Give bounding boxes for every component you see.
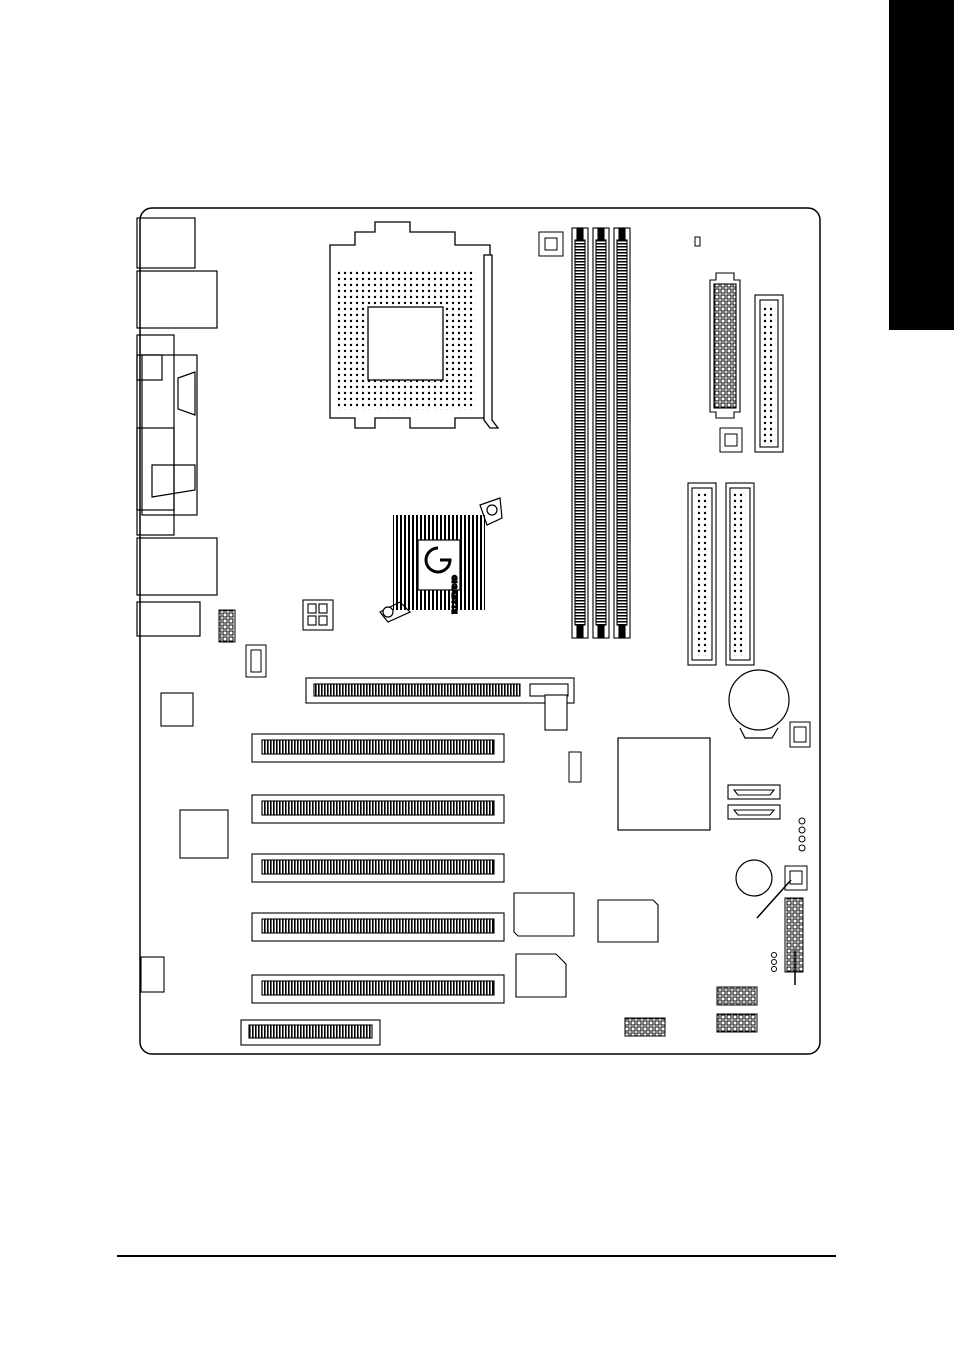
io-chip	[180, 810, 228, 858]
usb-header-left	[219, 610, 235, 642]
agp-jumper	[569, 752, 581, 782]
ide-connectors	[688, 483, 754, 665]
ide-connector-1	[688, 483, 716, 665]
atx-12v-connector	[303, 600, 333, 630]
footer-rule	[117, 1255, 836, 1257]
power-fan-header	[785, 866, 807, 890]
ir-header	[625, 1018, 665, 1036]
system-fan-header-2	[790, 722, 810, 747]
cd-in-header	[246, 645, 266, 677]
sata-connector-2	[728, 805, 780, 819]
ide-connector-2	[726, 483, 754, 665]
cnr-slot	[241, 1020, 380, 1045]
front-panel-header	[785, 898, 803, 972]
usb-port-stack	[137, 271, 217, 328]
bottom-headers	[625, 987, 757, 1036]
floppy-connector	[755, 295, 783, 452]
pci-slot-3	[252, 854, 504, 882]
dimm-slot-1	[572, 228, 588, 638]
small-jumper	[695, 237, 700, 246]
cpu-fan-header	[539, 232, 563, 256]
cpu-socket-lever	[484, 255, 498, 428]
pci-slot-1	[252, 734, 504, 762]
dimm-slot-3	[614, 228, 630, 638]
cpu-socket	[330, 222, 498, 428]
northbridge-heatsink: GIGABYTE	[380, 498, 502, 622]
audio-codec-chip	[514, 893, 574, 936]
buzzer	[736, 860, 772, 896]
pci-slot-5	[252, 975, 504, 1003]
sata-connectors	[728, 785, 780, 819]
atx-power-connector	[710, 273, 740, 418]
aux-connector	[141, 957, 164, 992]
system-fan-header-1	[720, 428, 742, 452]
southbridge-chip	[618, 738, 710, 830]
dimm-slots	[572, 228, 630, 638]
audio-port	[137, 538, 217, 595]
lan-port	[137, 602, 200, 636]
heatsink-brand-logo: GIGABYTE	[450, 575, 458, 614]
usb-header-2	[717, 1014, 757, 1032]
pci-slot-2	[252, 795, 504, 823]
sata-connector-1	[728, 785, 780, 799]
io-chip-small	[161, 693, 193, 726]
usb-header-1	[717, 987, 757, 1005]
dimm-slot-2	[593, 228, 609, 638]
agp-slot	[306, 678, 574, 730]
rear-io-panel	[137, 218, 217, 636]
pci-slots	[241, 734, 504, 1045]
ps2-port	[137, 218, 195, 268]
small-header-left	[772, 953, 777, 972]
bios-chip	[516, 954, 566, 997]
right-edge-header	[799, 818, 805, 851]
battery	[729, 670, 789, 738]
pci-slot-4	[252, 913, 504, 941]
cpu-socket-center	[368, 307, 443, 380]
lan-chip	[598, 900, 658, 942]
